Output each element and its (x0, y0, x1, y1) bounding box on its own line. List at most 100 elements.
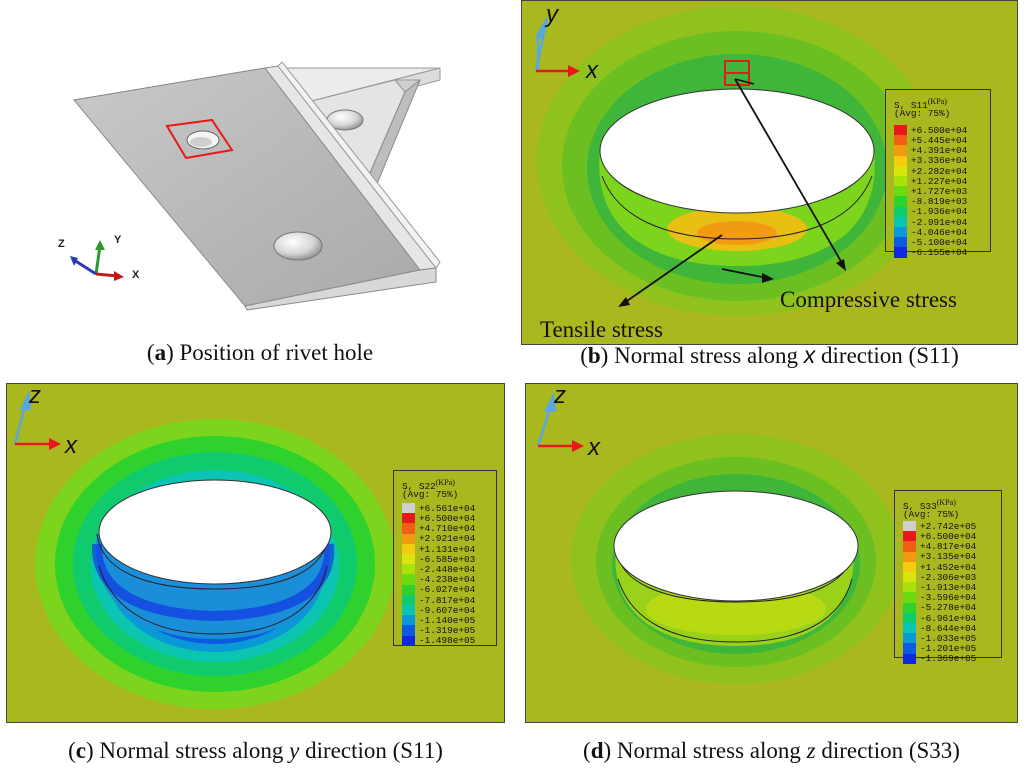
caption-a: (a) Position of rivet hole (146, 340, 374, 365)
legend-swatch (402, 605, 415, 616)
legend-entry: -1.319e+05 (402, 625, 475, 636)
legend-value: -1.201e+05 (920, 643, 977, 655)
panel-d-s33-contour: z x S, S33(KPa) (Avg: 75%) +2.742e+05+6.… (525, 383, 1018, 723)
legend-entry: +2.921e+04 (402, 533, 475, 545)
legend-swatch (894, 216, 907, 228)
legend-avg: (Avg: 75%) (402, 489, 459, 500)
legend-swatch (894, 247, 907, 258)
legend-entry: -4.046e+04 (894, 227, 967, 238)
legend-swatch (402, 533, 415, 545)
legend-value: -6.155e+04 (911, 247, 968, 259)
legend-swatch (894, 135, 907, 146)
panel-c-s22-contour: z x S, S22(KPa) (Avg: 75%) +6.561e+04+6.… (6, 383, 505, 723)
triad-icon (70, 240, 124, 281)
legend-swatch (894, 227, 907, 238)
legend-entry: -6.155e+04 (894, 247, 967, 258)
legend-swatch (894, 196, 907, 207)
legend-entry: -1.913e+04 (903, 582, 976, 593)
legend-swatch (903, 521, 916, 532)
legend-s33: S, S33(KPa) (Avg: 75%) +2.742e+05+6.500e… (894, 490, 1002, 664)
caption-c: (c) Normal stress along y direction (S11… (68, 738, 443, 763)
legend-swatch (894, 237, 907, 248)
legend-entry: -5.278e+04 (903, 602, 977, 614)
legend-entry: +6.500e+04 (402, 513, 475, 524)
legend-entry: +4.710e+04 (402, 523, 475, 534)
panel-a-rivet-model: Z Y X (0, 0, 500, 335)
legend-swatch (894, 165, 907, 177)
legend-swatch (894, 206, 907, 218)
legend-entry: +4.817e+04 (903, 541, 976, 552)
legend-value: +2.282e+04 (911, 165, 968, 177)
legend-value: +4.391e+04 (911, 145, 968, 157)
legend-swatch (402, 574, 415, 585)
legend-avg: (Avg: 75%) (903, 509, 960, 520)
triad-label-z: Z (58, 238, 65, 250)
legend-entry: +5.445e+04 (894, 135, 967, 146)
caption-d: (d) Normal stress along z direction (S33… (583, 738, 960, 763)
legend-swatch (903, 561, 916, 573)
legend-value: -1.319e+05 (419, 625, 476, 637)
legend-entry: -1.201e+05 (903, 643, 976, 654)
legend-entry: +4.391e+04 (894, 145, 967, 156)
legend-entry: -1.498e+05 (402, 635, 476, 647)
legend-swatch (903, 602, 916, 614)
legend-value: +6.561e+04 (419, 502, 476, 514)
legend-swatch (402, 513, 415, 524)
legend-swatch (894, 186, 907, 197)
legend-entry: -4.238e+04 (402, 574, 475, 585)
legend-swatch (894, 145, 907, 156)
legend-value: +1.727e+03 (911, 185, 968, 197)
legend-value: -6.585e+03 (419, 553, 476, 565)
legend-value: -2.306e+03 (920, 571, 977, 583)
legend-entry: +6.500e+04 (894, 125, 967, 136)
legend-s11: S, S11(KPa) (Avg: 75%) +6.500e+04+5.445e… (885, 89, 991, 258)
legend-swatch (903, 592, 916, 603)
legend-swatch (903, 572, 916, 583)
legend-entry: -1.033e+05 (903, 633, 976, 644)
legend-value: +4.710e+04 (419, 523, 476, 535)
legend-entry: -1.369e+05 (903, 653, 977, 665)
axis-label-z: z (29, 383, 41, 409)
legend-value: +6.500e+04 (920, 530, 977, 542)
axis-label-y: y (546, 1, 558, 28)
legend-value: -1.033e+05 (920, 632, 977, 644)
legend-value: -8.819e+03 (911, 196, 968, 208)
legend-swatch (402, 625, 415, 636)
legend-value: -8.644e+04 (920, 622, 977, 634)
legend-entry: -6.961e+04 (903, 613, 976, 624)
legend-entry: +2.282e+04 (894, 166, 967, 177)
legend-swatch (903, 551, 916, 563)
legend-entry: +1.452e+04 (903, 562, 976, 573)
legend-swatch (903, 653, 916, 665)
legend-entry: +1.727e+03 (894, 186, 967, 197)
legend-value: +6.500e+04 (419, 512, 476, 524)
legend-value: +1.452e+04 (920, 561, 977, 573)
legend-entry: +2.742e+05 (903, 521, 976, 532)
legend-value: -1.913e+04 (920, 581, 977, 593)
legend-entry: -1.936e+04 (894, 206, 967, 218)
legend-value: -1.369e+05 (920, 653, 977, 665)
legend-value: -4.238e+04 (419, 574, 476, 586)
legend-value: -5.278e+04 (920, 602, 977, 614)
legend-title: S, S11(KPa) (894, 97, 947, 112)
legend-entry: -2.448e+04 (402, 564, 475, 575)
legend-swatch (402, 523, 415, 534)
axis-label-x: x (65, 432, 77, 459)
legend-value: +5.445e+04 (911, 134, 968, 146)
legend-value: -7.817e+04 (419, 594, 476, 606)
legend-swatch (903, 623, 916, 634)
legend-swatch (402, 594, 415, 606)
legend-entry: +6.561e+04 (402, 503, 475, 514)
legend-value: +2.742e+05 (920, 520, 977, 532)
legend-value: +3.336e+04 (911, 155, 968, 167)
legend-swatch (903, 531, 916, 542)
legend-swatch (402, 543, 415, 555)
legend-value: -3.596e+04 (920, 592, 977, 604)
legend-swatch (903, 582, 916, 593)
legend-value: -1.498e+05 (419, 635, 476, 647)
legend-entry: -2.991e+04 (894, 217, 967, 228)
legend-entry: +1.227e+04 (894, 176, 967, 187)
axis-label-x: x (588, 434, 600, 461)
legend-value: +4.817e+04 (920, 541, 977, 553)
legend-value: +3.135e+04 (920, 551, 977, 563)
